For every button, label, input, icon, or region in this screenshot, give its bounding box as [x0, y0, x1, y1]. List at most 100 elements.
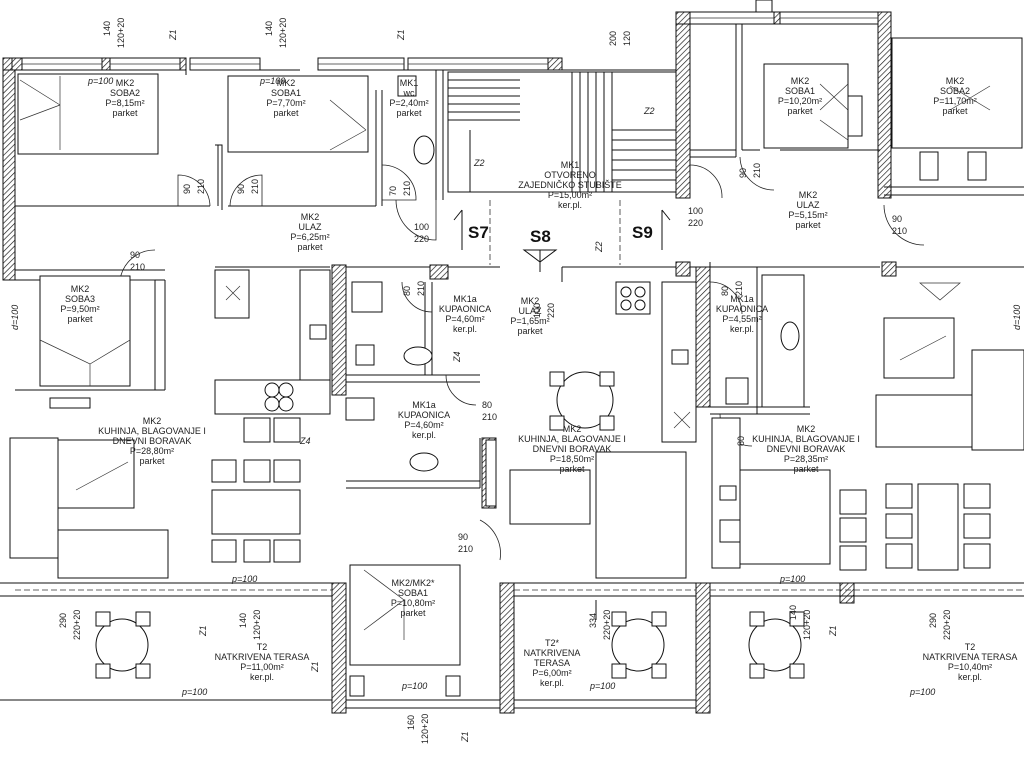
- room-label-line: MK2: [799, 190, 818, 200]
- room-label-line: SOBA3: [65, 294, 95, 304]
- dashed-lines: [15, 200, 1024, 591]
- dim-80-a: 80: [402, 286, 412, 296]
- room-label-line: MK2: [116, 78, 135, 88]
- dim-120-20-c: 120+20: [252, 610, 262, 640]
- dim-120: 120: [622, 31, 632, 46]
- room-label-line: ULAZ: [518, 306, 542, 316]
- room-label-line: MK2: [71, 284, 90, 294]
- room-label-line: parket: [795, 220, 821, 230]
- windows: [21, 0, 879, 71]
- dim-90-b: 90: [236, 184, 246, 194]
- room-label-line: parket: [787, 106, 813, 116]
- marker-z1-6: Z1: [828, 625, 838, 637]
- dim-210-c: 210: [402, 181, 412, 196]
- dim-210-h: 210: [734, 281, 744, 296]
- dim-210-e: 210: [892, 226, 907, 236]
- dim-140-b: 140: [264, 21, 274, 36]
- room-label-line: P=1,65m²: [510, 316, 549, 326]
- dim-120-20-a: 120+20: [116, 18, 126, 48]
- markers: p=100 p=100 p=100 p=100 p=100 p=100 p=10…: [10, 29, 1022, 743]
- room-label-line: MK2: [301, 212, 320, 222]
- room-label-line: P=10,20m²: [778, 96, 822, 106]
- marker-z1-5: Z1: [460, 731, 470, 743]
- room-label-line: ker.pl.: [730, 324, 754, 334]
- dim-90-d: 90: [892, 214, 902, 224]
- room-label-line: P=10,40m²: [948, 662, 992, 672]
- dim-90-f: 90: [458, 532, 468, 542]
- room-label-line: ULAZ: [796, 200, 820, 210]
- dim-290-b: 290: [928, 613, 938, 628]
- dim-160: 160: [406, 715, 416, 730]
- dim-100-a: 100: [414, 222, 429, 232]
- room-label-line: ker.pl.: [540, 678, 564, 688]
- dim-140-d: 140: [788, 605, 798, 620]
- dim-90-a: 90: [182, 184, 192, 194]
- room-label-line: P=11,00m²: [240, 662, 284, 672]
- marker-p100-5: p=100: [401, 681, 427, 691]
- room-label-line: parket: [139, 456, 165, 466]
- room-label-line: KUPAONICA: [398, 410, 450, 420]
- marker-z2-3: Z2: [594, 241, 604, 253]
- room-label-line: SOBA2: [940, 86, 970, 96]
- room-label-line: ker.pl.: [558, 200, 582, 210]
- marker-p100-1: p=100: [87, 76, 113, 86]
- room-label-line: P=5,15m²: [788, 210, 827, 220]
- dim-220-a: 220: [414, 234, 429, 244]
- dim-334: 334: [588, 613, 598, 628]
- furniture: [9, 37, 1024, 697]
- room-label-line: parket: [112, 108, 138, 118]
- marker-p100-6: p=100: [589, 681, 615, 691]
- room-label-line: parket: [942, 106, 968, 116]
- dim-70: 70: [388, 186, 398, 196]
- dim-200: 200: [608, 31, 618, 46]
- room-label-line: P=11,70m²: [933, 96, 977, 106]
- dim-80-c: 80: [482, 400, 492, 410]
- dim-120-20-d: 120+20: [802, 610, 812, 640]
- dim-210-j: 210: [458, 544, 473, 554]
- room-label-line: P=8,15m²: [105, 98, 144, 108]
- marker-z1-1: Z1: [168, 29, 178, 41]
- room-label-line: P=10,80m²: [391, 598, 435, 608]
- room-label-line: MK2: [563, 424, 582, 434]
- dim-220-20-a: 220+20: [72, 610, 82, 640]
- dim-90-e: 90: [130, 250, 140, 260]
- room-label-line: parket: [297, 242, 323, 252]
- dim-90-c: 90: [738, 168, 748, 178]
- room-label-line: NATKRIVENA TERASA: [215, 652, 310, 662]
- dim-80-b: 80: [720, 286, 730, 296]
- room-label-line: parket: [559, 464, 585, 474]
- room-label-line: KUHINJA, BLAGOVANJE I: [752, 434, 860, 444]
- room-label-line: P=28,80m²: [130, 446, 174, 456]
- room-label-line: ker.pl.: [958, 672, 982, 682]
- marker-z2-1: Z2: [643, 106, 655, 116]
- dim-100-b: 100: [688, 206, 703, 216]
- dim-290-a: 290: [58, 613, 68, 628]
- marker-z1-3: Z1: [198, 625, 208, 637]
- dim-210-g: 210: [416, 281, 426, 296]
- room-label-line: SOBA2: [110, 88, 140, 98]
- room-label-line: SOBA1: [785, 86, 815, 96]
- section-s9: S9: [632, 223, 653, 242]
- dim-220-c: 220: [546, 303, 556, 318]
- room-label-line: T2: [965, 642, 976, 652]
- room-label-line: MK2: [946, 76, 965, 86]
- room-label-line: P=6,00m²: [532, 668, 571, 678]
- room-label-line: parket: [793, 464, 819, 474]
